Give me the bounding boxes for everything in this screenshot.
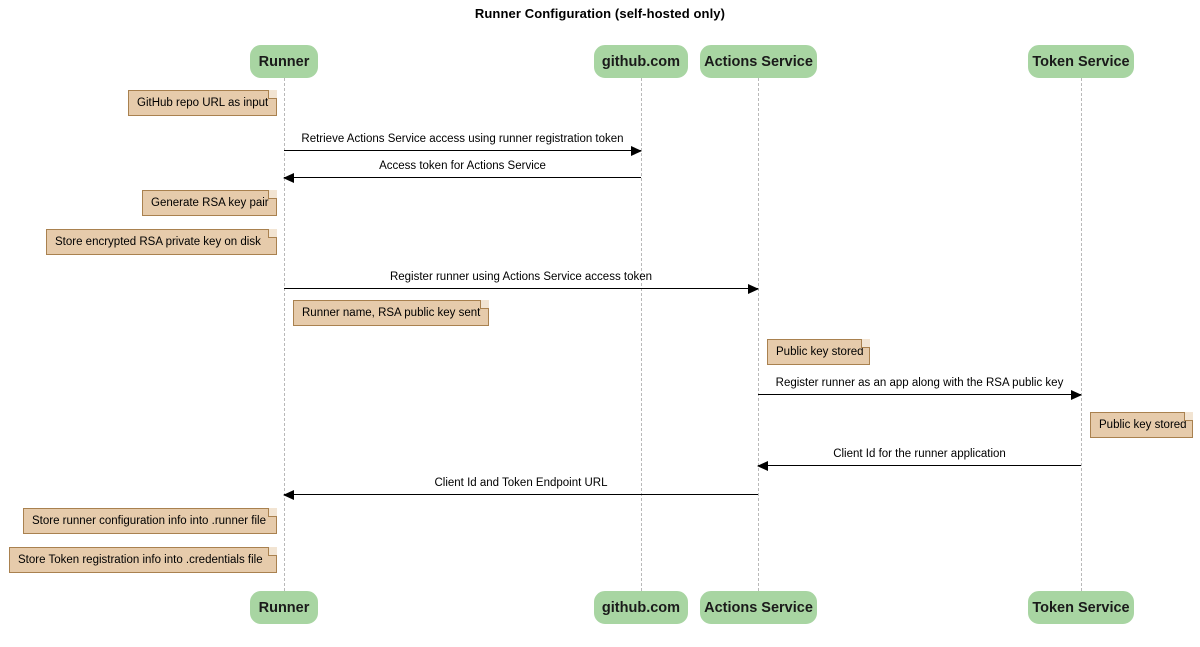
note-fold-corner-icon <box>480 300 489 309</box>
message-line-m3 <box>284 288 758 289</box>
message-label-m3: Register runner using Actions Service ac… <box>389 271 653 283</box>
note-text: Store runner configuration info into .ru… <box>32 515 266 527</box>
note-n2[interactable]: Generate RSA key pair <box>142 190 277 216</box>
note-text: Generate RSA key pair <box>151 197 269 209</box>
participant-token-top[interactable]: Token Service <box>1028 45 1134 78</box>
note-n5[interactable]: Public key stored <box>767 339 870 365</box>
participant-github-top[interactable]: github.com <box>594 45 688 78</box>
arrowhead-left-m6 <box>283 489 294 500</box>
note-n1[interactable]: GitHub repo URL as input <box>128 90 277 116</box>
note-n6[interactable]: Public key stored <box>1090 412 1193 438</box>
message-label-m6: Client Id and Token Endpoint URL <box>434 477 608 489</box>
message-line-m5 <box>758 465 1081 466</box>
note-n4[interactable]: Runner name, RSA public key sent <box>293 300 489 326</box>
participant-runner-bottom[interactable]: Runner <box>250 591 318 624</box>
message-line-m4 <box>758 394 1081 395</box>
message-line-m6 <box>284 494 758 495</box>
participant-token-bottom[interactable]: Token Service <box>1028 591 1134 624</box>
arrowhead-right-m3 <box>748 283 759 294</box>
participant-github-bottom[interactable]: github.com <box>594 591 688 624</box>
note-text: Runner name, RSA public key sent <box>302 307 481 319</box>
note-text: Public key stored <box>776 346 864 358</box>
message-line-m2 <box>284 177 641 178</box>
note-text: Store Token registration info into .cred… <box>18 554 263 566</box>
participant-actions-bottom[interactable]: Actions Service <box>700 591 817 624</box>
note-fold-corner-icon <box>268 90 277 99</box>
arrowhead-right-m1 <box>631 145 642 156</box>
lifeline-runner <box>284 78 285 591</box>
note-fold-corner-icon <box>1184 412 1193 421</box>
note-fold-corner-icon <box>268 190 277 199</box>
note-n3[interactable]: Store encrypted RSA private key on disk <box>46 229 277 255</box>
lifeline-token <box>1081 78 1082 591</box>
lifeline-github <box>641 78 642 591</box>
participant-actions-top[interactable]: Actions Service <box>700 45 817 78</box>
message-label-m5: Client Id for the runner application <box>833 448 1006 460</box>
note-fold-corner-icon <box>861 339 870 348</box>
note-fold-corner-icon <box>268 229 277 238</box>
arrowhead-left-m2 <box>283 172 294 183</box>
note-text: GitHub repo URL as input <box>137 97 269 109</box>
page-title: Runner Configuration (self-hosted only) <box>474 6 726 21</box>
note-n7[interactable]: Store runner configuration info into .ru… <box>23 508 277 534</box>
message-label-m2: Access token for Actions Service <box>379 160 546 172</box>
note-fold-corner-icon <box>268 508 277 517</box>
message-line-m1 <box>284 150 641 151</box>
lifeline-actions <box>758 78 759 591</box>
note-text: Store encrypted RSA private key on disk <box>55 236 261 248</box>
note-text: Public key stored <box>1099 419 1187 431</box>
message-label-m4: Register runner as an app along with the… <box>775 377 1064 389</box>
arrowhead-left-m5 <box>757 460 768 471</box>
arrowhead-right-m4 <box>1071 389 1082 400</box>
participant-runner-top[interactable]: Runner <box>250 45 318 78</box>
message-label-m1: Retrieve Actions Service access using ru… <box>301 133 624 145</box>
note-n8[interactable]: Store Token registration info into .cred… <box>9 547 277 573</box>
note-fold-corner-icon <box>268 547 277 556</box>
